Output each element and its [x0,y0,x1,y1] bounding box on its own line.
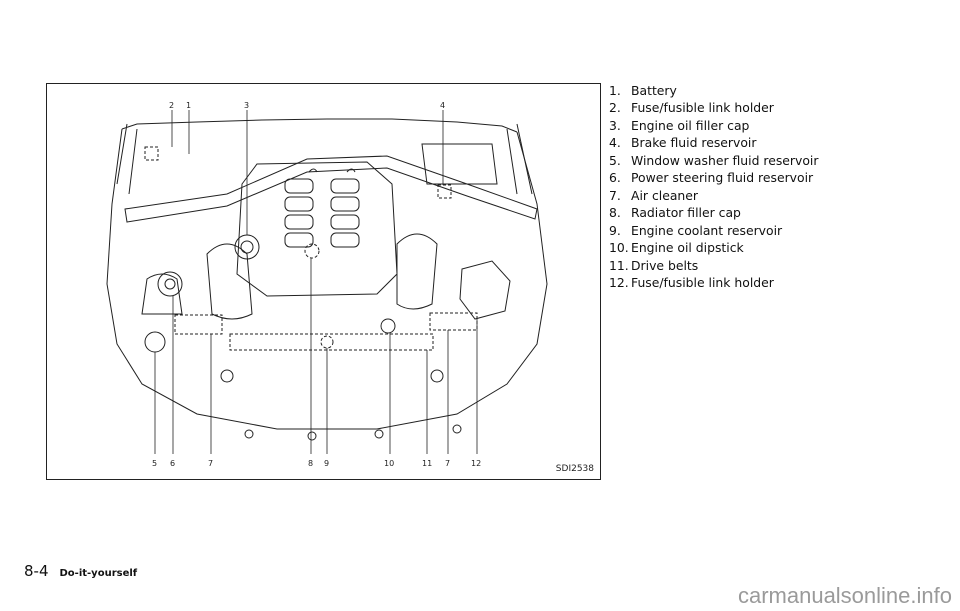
callout-4: 4 [440,101,445,110]
legend-number: 9. [609,222,621,238]
legend-label: Brake fluid reservoir [631,135,757,151]
legend-item: 1. Battery [609,82,818,99]
legend-number: 4. [609,135,621,151]
legend-number: 12. [609,274,629,290]
engine-diagram: 2 1 3 4 5 6 7 8 9 10 11 7 12 [106,101,548,468]
callout-6: 6 [170,459,175,468]
engine-compartment-figure: 2 1 3 4 5 6 7 8 9 10 11 7 12 SDI2538 [46,83,601,480]
legend-label: Fuse/fusible link holder [631,100,774,116]
legend-number: 5. [609,152,621,168]
callout-9: 9 [324,459,329,468]
watermark: carmanualsonline.info [737,583,952,608]
callout-10: 10 [384,459,394,468]
section-title: Do-it-yourself [59,568,138,579]
callout-3: 3 [244,101,249,110]
legend-number: 7. [609,187,621,203]
page-number: 8-4 [24,562,49,580]
legend-item: 10.Engine oil dipstick [609,239,818,256]
legend-item: 8. Radiator filler cap [609,204,818,221]
legend-item: 2. Fuse/fusible link holder [609,99,818,116]
legend-number: 1. [609,83,621,98]
component-legend: 1. Battery 2. Fuse/fusible link holder 3. E… [609,82,818,291]
figure-code: SDI2538 [555,464,594,474]
callout-1: 1 [186,101,191,110]
callout-5: 5 [152,459,157,468]
legend-item: 12.Fuse/fusible link holder [609,274,818,291]
callout-7a: 7 [208,459,213,468]
legend-label: Radiator filler cap [631,205,741,221]
page-footer: 8-4 Do-it-yourself [24,562,137,580]
legend-item: 7. Air cleaner [609,187,818,204]
legend-label: Engine oil filler cap [631,117,750,133]
legend-number: 8. [609,205,621,221]
legend-label: Engine coolant reservoir [631,222,783,238]
legend-item: 5. Window washer fluid reservoir [609,152,818,169]
legend-item: 11.Drive belts [609,257,818,274]
legend-number: 10. [609,240,629,256]
callout-11: 11 [422,459,432,468]
callout-7b: 7 [445,459,450,468]
legend-label: Window washer fluid reservoir [631,152,819,168]
callout-8: 8 [308,459,313,468]
callout-2: 2 [169,101,174,110]
legend-number: 6. [609,170,621,186]
legend-number: 11. [609,257,629,273]
legend-label: Battery [631,83,677,98]
legend-item: 4. Brake fluid reservoir [609,134,818,151]
legend-label: Power steering fluid reservoir [631,170,814,186]
callout-12: 12 [471,459,481,468]
legend-label: Engine oil dipstick [631,240,744,256]
legend-item: 6. Power steering fluid reservoir [609,169,818,186]
legend-label: Drive belts [631,257,699,273]
legend-item: 3. Engine oil filler cap [609,117,818,134]
legend-label: Air cleaner [631,187,698,203]
legend-number: 2. [609,100,621,116]
legend-number: 3. [609,117,621,133]
legend-item: 9. Engine coolant reservoir [609,222,818,239]
legend-label: Fuse/fusible link holder [631,274,774,290]
